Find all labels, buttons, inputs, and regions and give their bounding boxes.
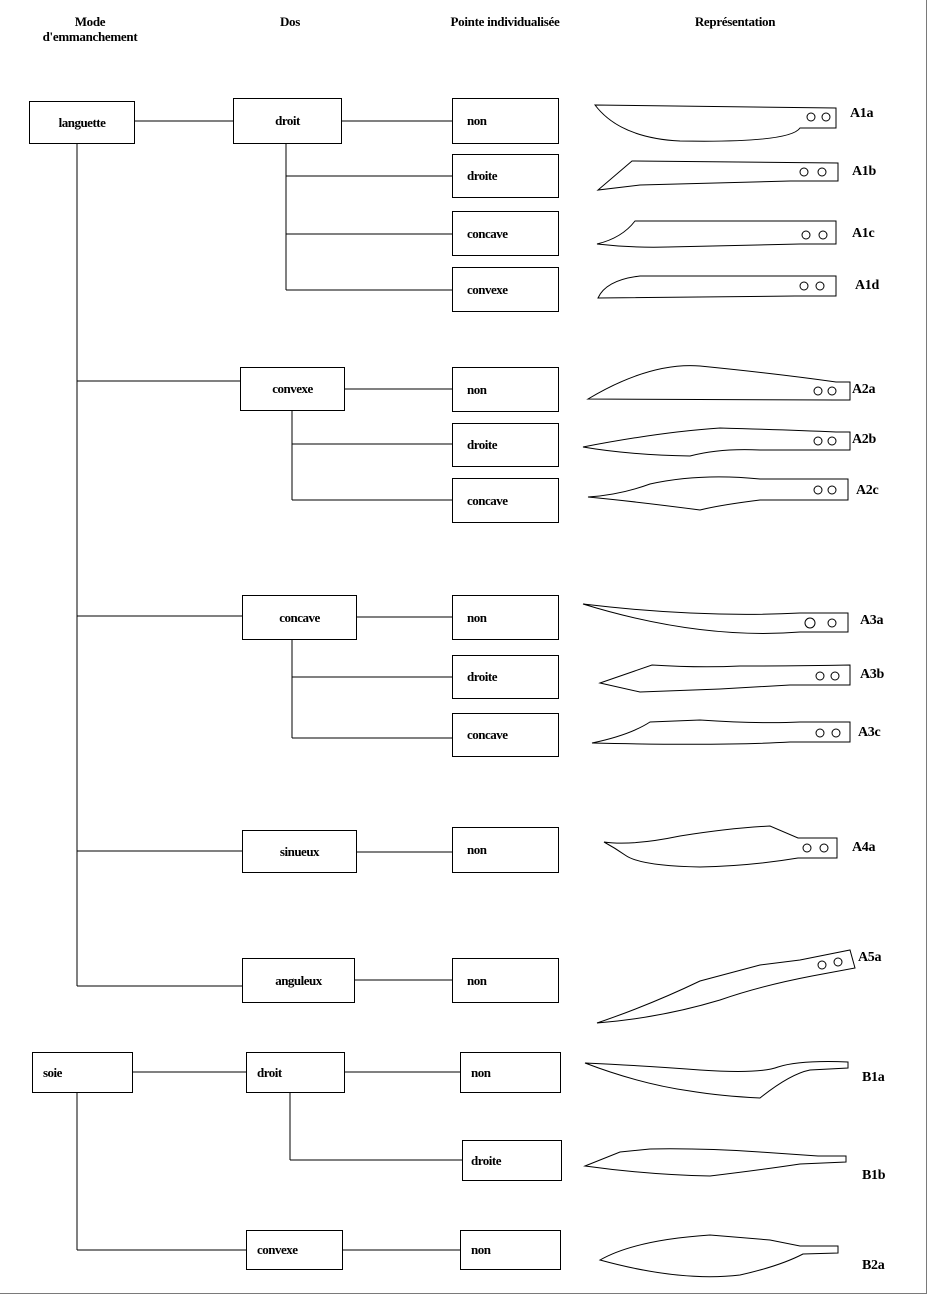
header-dos: Dos [279,14,301,29]
code-a3a: A3a [860,613,884,628]
code-b1b: B1b [862,1168,886,1183]
box-a3b-pointe: droite [452,655,559,699]
header-representation: Représentation [694,14,776,29]
box-a4a-pointe: non [452,827,559,873]
code-a1b: A1b [852,164,876,179]
blade-b2a [598,1234,839,1278]
blade-b1a [584,1061,849,1099]
box-a3-dos: concave [242,595,357,640]
blade-drawings [582,104,856,1278]
box-a2b-pointe: droite [452,423,559,467]
blade-a3b [598,664,851,693]
header-pointe: Pointe individualisée [450,14,560,29]
box-languette: languette [29,101,135,144]
code-a3c: A3c [858,725,881,740]
blade-a4a [603,825,838,868]
header-mode: Mode d'emmanchement [42,14,138,44]
box-b1-dos: droit [246,1052,345,1093]
box-a1-dos: droit [233,98,342,144]
blade-a1a [593,104,837,142]
connector-lines [76,120,462,1251]
box-a3c-pointe: concave [452,713,559,757]
box-a1c-pointe: concave [452,211,559,256]
blade-a1c [596,220,837,248]
code-a1d: A1d [855,278,879,293]
box-a2c-pointe: concave [452,478,559,523]
box-b2-dos: convexe [246,1230,343,1270]
code-a3b: A3b [860,667,884,682]
code-b2a: B2a [862,1258,885,1273]
blade-a5a [596,949,856,1024]
box-a5a-pointe: non [452,958,559,1003]
blade-a2c [587,476,849,511]
blade-a3a [582,603,849,634]
code-a1a: A1a [850,106,874,121]
blade-b1b [583,1148,847,1177]
blade-a1d [597,275,837,299]
blade-a3c [591,719,851,745]
code-a4a: A4a [852,840,876,855]
box-soie: soie [32,1052,133,1093]
blade-a2b [582,427,851,457]
blade-a2a [586,365,851,401]
code-b1a: B1a [862,1070,885,1085]
box-a5-dos: anguleux [242,958,355,1003]
code-a2c: A2c [856,483,879,498]
box-a3a-pointe: non [452,595,559,640]
blade-a1b [596,160,839,191]
box-a1b-pointe: droite [452,154,559,198]
code-a2a: A2a [852,382,876,397]
code-a2b: A2b [852,432,876,447]
box-a1a-pointe: non [452,98,559,144]
box-a2-dos: convexe [240,367,345,411]
box-b2a-pointe: non [460,1230,561,1270]
code-a5a: A5a [858,950,882,965]
box-a4-dos: sinueux [242,830,357,873]
box-b1b-pointe: droite [462,1140,562,1181]
box-a1d-pointe: convexe [452,267,559,312]
box-b1a-pointe: non [460,1052,561,1093]
code-a1c: A1c [852,226,875,241]
box-a2a-pointe: non [452,367,559,412]
